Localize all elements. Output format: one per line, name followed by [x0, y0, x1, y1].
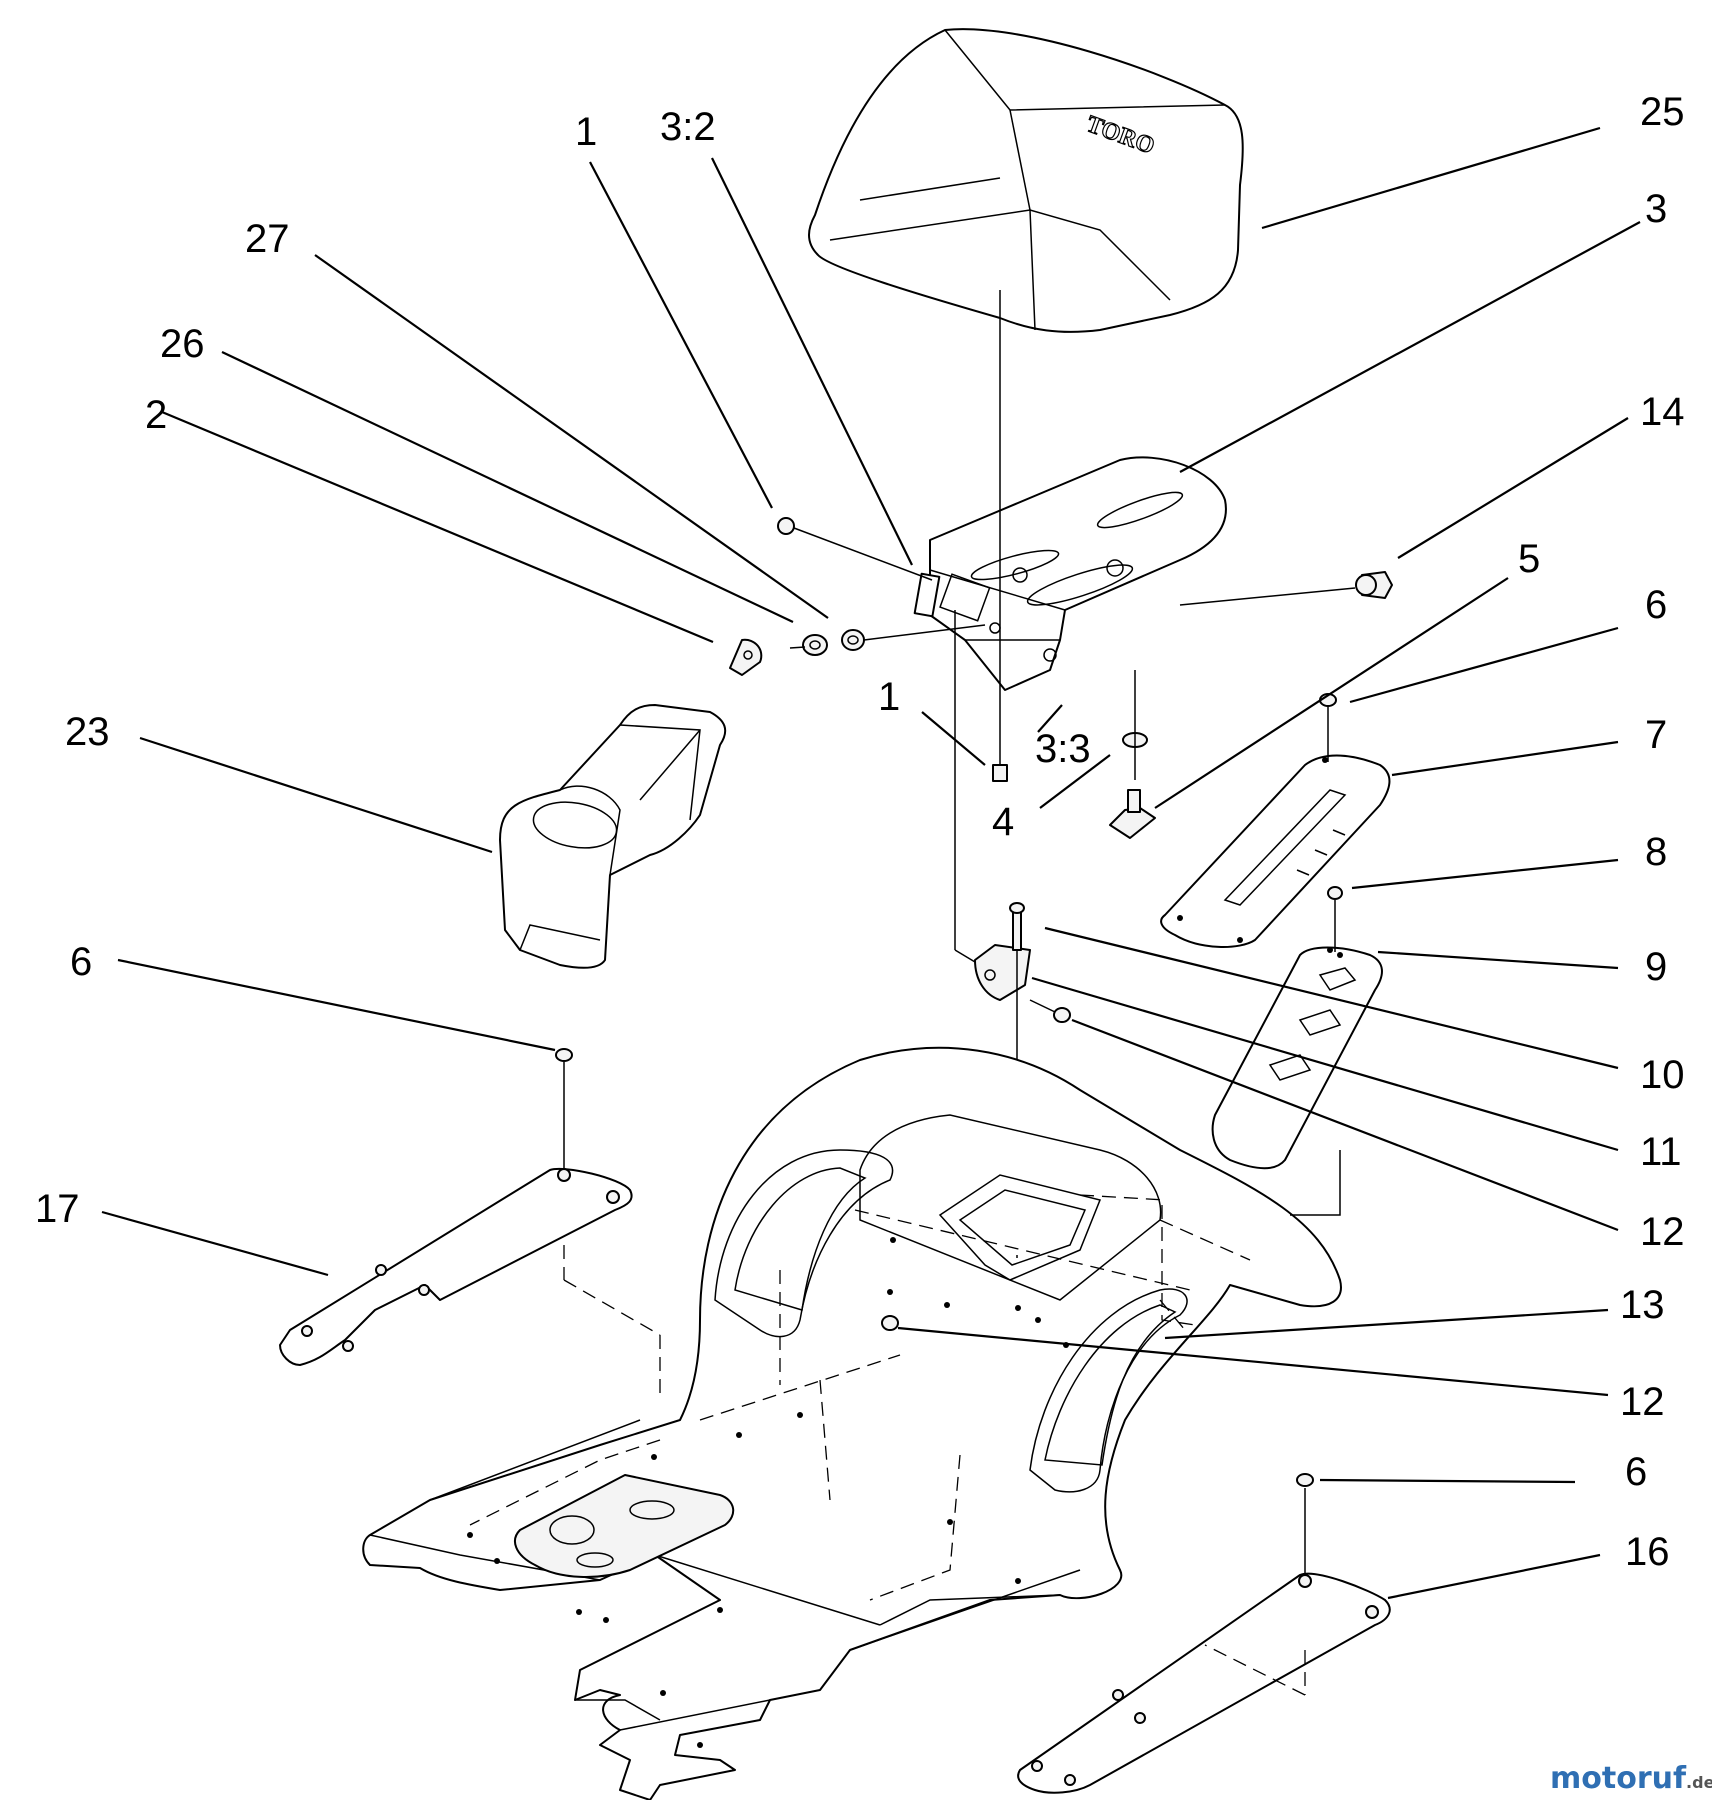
seat-part: TORO — [808, 28, 1244, 333]
watermark-logo: motoruf.de — [1550, 1761, 1712, 1796]
callout-4: 4 — [992, 800, 1014, 844]
bolt-part-1-lower — [992, 764, 1008, 782]
callout-3-3: 3:3 — [1035, 727, 1091, 771]
cup-holder-part — [499, 704, 727, 969]
callout-16: 16 — [1625, 1530, 1670, 1574]
callout-12-upper: 12 — [1640, 1210, 1685, 1254]
callout-27: 27 — [245, 217, 290, 261]
callout-10: 10 — [1640, 1053, 1685, 1097]
callout-12-lower: 12 — [1620, 1380, 1665, 1424]
knob-part-14 — [1179, 571, 1393, 606]
knob-part-5 — [1109, 789, 1156, 839]
callout-7: 7 — [1645, 713, 1667, 757]
seat-pan-part — [913, 456, 1227, 691]
plate-part-9 — [1211, 946, 1383, 1170]
callout-14: 14 — [1640, 390, 1685, 434]
bumper-part-6-right — [1296, 1473, 1314, 1487]
bolt-part-10 — [1009, 902, 1025, 951]
pivot-part-2 — [729, 638, 763, 676]
leader-lines — [101, 126, 1641, 1600]
callout-11: 11 — [1640, 1130, 1682, 1174]
callout-3: 3 — [1645, 187, 1667, 231]
callout-3-2: 3:2 — [660, 105, 716, 149]
callout-26: 26 — [160, 322, 205, 366]
callout-8: 8 — [1645, 830, 1667, 874]
spacer-part-27 — [841, 629, 865, 651]
callout-1-lower: 1 — [878, 675, 900, 719]
callout-17: 17 — [35, 1187, 80, 1231]
callout-2: 2 — [145, 393, 167, 437]
bracket-part-11 — [974, 944, 1031, 1001]
fender-body-part — [362, 1046, 1342, 1800]
callout-6-top: 6 — [1645, 583, 1667, 627]
foot-plate-part-17 — [279, 1168, 633, 1366]
bumper-part-8 — [1327, 886, 1343, 900]
washer-part-26 — [802, 634, 828, 656]
callout-13: 13 — [1620, 1283, 1665, 1327]
callout-23: 23 — [65, 710, 110, 754]
plate-part-7 — [1160, 754, 1391, 948]
callout-labels: 25 3 1 3:2 27 26 2 14 5 6 7 1 3:3 4 23 8… — [35, 90, 1685, 1574]
bumper-part-6-left — [555, 1048, 573, 1062]
callout-6-right: 6 — [1625, 1450, 1647, 1494]
nut-part-12-lower — [881, 1315, 899, 1331]
foot-plate-part-16 — [1017, 1572, 1391, 1794]
callout-5: 5 — [1518, 537, 1540, 581]
callout-25: 25 — [1640, 90, 1685, 134]
callout-1-top: 1 — [575, 110, 597, 154]
bolt-part-1-top — [777, 517, 933, 581]
callout-9: 9 — [1645, 945, 1667, 989]
callout-6-left: 6 — [70, 940, 92, 984]
nut-part-12-upper — [1053, 1007, 1071, 1023]
watermark-text: motoruf.de — [1550, 1761, 1712, 1796]
